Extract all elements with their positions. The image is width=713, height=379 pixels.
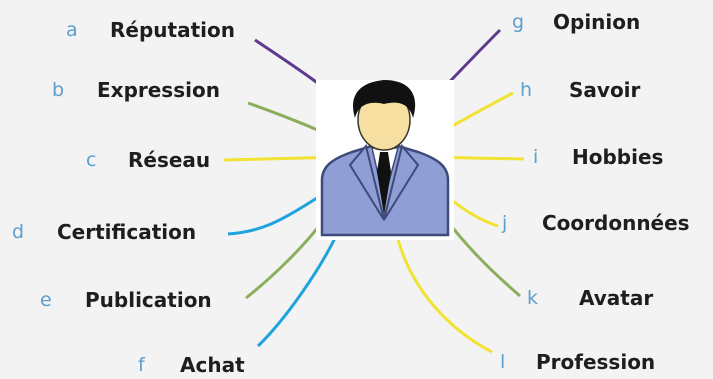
connector-d: [227, 194, 321, 236]
connector-f: [256, 231, 340, 348]
item-label-e: Publication: [85, 288, 212, 312]
item-letter-h: h: [520, 79, 533, 101]
item-label-j: Coordonnées: [542, 211, 690, 235]
item-label-c: Réseau: [128, 148, 211, 172]
item-label-k: Avatar: [579, 286, 654, 310]
item-letter-l: l: [500, 351, 506, 373]
item-label-b: Expression: [97, 78, 220, 102]
item-label-l: Profession: [536, 350, 656, 374]
item-letter-i: i: [533, 146, 539, 168]
item-label-a: Réputation: [110, 18, 235, 42]
item-letter-g: g: [512, 11, 525, 33]
item-letter-k: k: [527, 287, 539, 309]
item-letter-b: b: [52, 79, 65, 101]
item-letter-d: d: [12, 221, 25, 243]
item-label-f: Achat: [180, 353, 245, 377]
hair: [353, 80, 416, 118]
connector-l: [394, 231, 493, 354]
item-letter-e: e: [40, 289, 52, 311]
item-label-h: Savoir: [569, 78, 641, 102]
item-letter-j: j: [502, 212, 508, 234]
item-label-g: Opinion: [553, 10, 641, 34]
item-letter-c: c: [86, 149, 97, 171]
item-label-i: Hobbies: [572, 145, 664, 169]
item-letter-f: f: [138, 354, 145, 376]
item-label-d: Certification: [57, 220, 197, 244]
item-letter-a: a: [66, 19, 78, 41]
